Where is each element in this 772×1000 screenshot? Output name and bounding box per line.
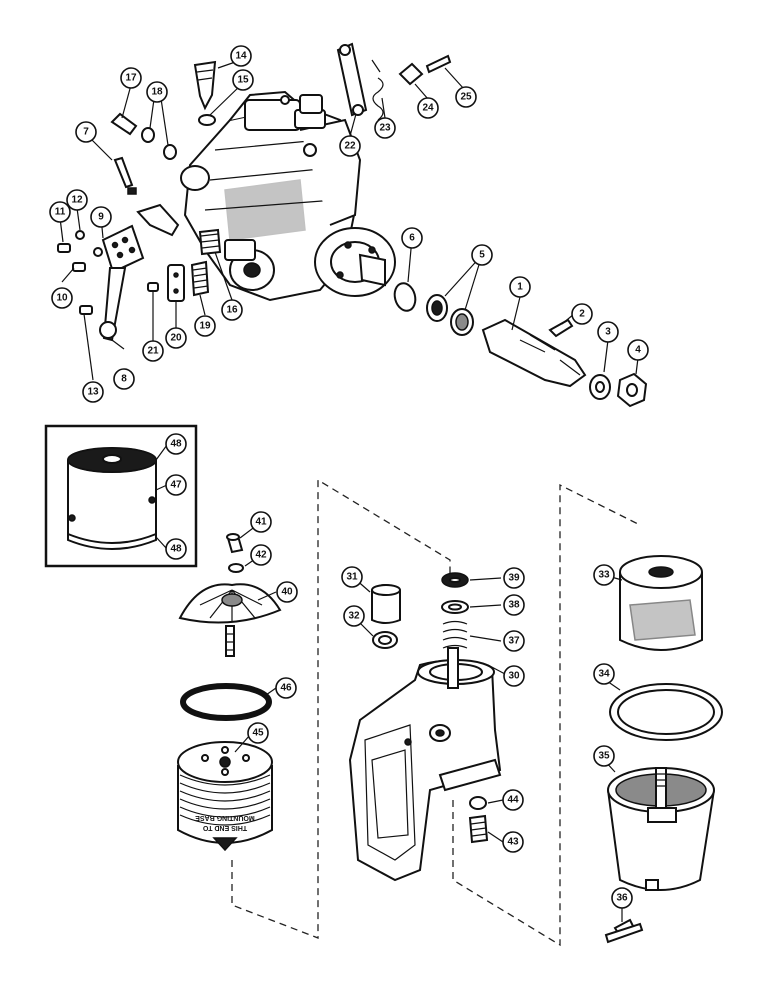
callout-32: 32 <box>343 605 365 627</box>
callout-36: 36 <box>611 887 633 909</box>
right-filter-parts <box>604 555 723 944</box>
callout-45: 45 <box>247 722 269 744</box>
svg-text:15: 15 <box>237 75 249 86</box>
callout-19: 19 <box>194 315 216 337</box>
left-filter-parts: THIS END TO MOUNTING BASE <box>177 533 282 852</box>
callout-37: 37 <box>503 630 525 652</box>
svg-text:38: 38 <box>508 600 520 611</box>
callout-43: 43 <box>502 831 524 853</box>
callout-35: 35 <box>593 745 615 767</box>
svg-text:48: 48 <box>170 544 182 555</box>
svg-text:36: 36 <box>616 893 628 904</box>
callout-34: 34 <box>593 663 615 685</box>
svg-text:45: 45 <box>252 728 264 739</box>
svg-text:41: 41 <box>255 517 267 528</box>
svg-text:13: 13 <box>87 387 99 398</box>
callout-24: 24 <box>417 97 439 119</box>
injection-pump-body <box>180 90 396 302</box>
svg-text:12: 12 <box>71 195 83 206</box>
svg-text:39: 39 <box>508 573 520 584</box>
svg-text:42: 42 <box>255 550 267 561</box>
svg-text:10: 10 <box>56 293 68 304</box>
svg-text:6: 6 <box>409 233 415 244</box>
svg-text:31: 31 <box>346 572 358 583</box>
filter-stamp-line2: MOUNTING BASE <box>195 814 255 821</box>
callout-2: 2 <box>571 303 593 325</box>
callout-42: 42 <box>250 544 272 566</box>
callout-1: 1 <box>509 276 531 298</box>
callout-30: 30 <box>503 665 525 687</box>
filter-base-small-parts <box>371 572 489 844</box>
svg-text:1: 1 <box>517 282 523 293</box>
callout-46: 46 <box>275 677 297 699</box>
pump-small-parts <box>57 42 648 408</box>
callout-41: 41 <box>250 511 272 533</box>
svg-text:44: 44 <box>507 795 519 806</box>
svg-text:17: 17 <box>125 73 137 84</box>
callout-38: 38 <box>503 594 525 616</box>
svg-text:19: 19 <box>199 321 211 332</box>
svg-text:2: 2 <box>579 309 585 320</box>
callout-12: 12 <box>66 189 88 211</box>
svg-text:18: 18 <box>151 87 163 98</box>
callout-10: 10 <box>51 287 73 309</box>
callout-17: 17 <box>120 67 142 89</box>
callout-15: 15 <box>232 69 254 91</box>
svg-text:40: 40 <box>281 587 293 598</box>
filter-base-assembly <box>348 647 502 882</box>
svg-text:24: 24 <box>422 103 434 114</box>
svg-text:34: 34 <box>598 669 610 680</box>
callout-33: 33 <box>593 564 615 586</box>
callout-31: 31 <box>341 566 363 588</box>
callout-8: 8 <box>113 368 135 390</box>
svg-text:48: 48 <box>170 439 182 450</box>
callout-21: 21 <box>142 340 164 362</box>
callout-5: 5 <box>471 244 493 266</box>
svg-text:47: 47 <box>170 480 182 491</box>
svg-text:33: 33 <box>598 570 610 581</box>
svg-text:23: 23 <box>379 123 391 134</box>
callout-18: 18 <box>146 81 168 103</box>
callout-22: 22 <box>339 135 361 157</box>
callout-7: 7 <box>75 121 97 143</box>
callout-6: 6 <box>401 227 423 249</box>
callout-25: 25 <box>455 86 477 108</box>
svg-text:3: 3 <box>605 327 611 338</box>
callout-16: 16 <box>221 299 243 321</box>
svg-text:22: 22 <box>344 141 356 152</box>
callout-14: 14 <box>230 45 252 67</box>
callout-20: 20 <box>165 327 187 349</box>
svg-text:32: 32 <box>348 611 360 622</box>
callout-13: 13 <box>82 381 104 403</box>
callout-48-bottom: 48 <box>165 538 187 560</box>
svg-text:43: 43 <box>507 837 519 848</box>
callout-40: 40 <box>276 581 298 603</box>
svg-text:21: 21 <box>147 346 159 357</box>
svg-text:8: 8 <box>121 374 127 385</box>
callout-4: 4 <box>627 339 649 361</box>
svg-text:4: 4 <box>635 345 641 356</box>
svg-text:20: 20 <box>170 333 182 344</box>
callout-23: 23 <box>374 117 396 139</box>
svg-text:35: 35 <box>598 751 610 762</box>
callout-11: 11 <box>49 201 71 223</box>
svg-text:9: 9 <box>98 212 104 223</box>
svg-text:30: 30 <box>508 671 520 682</box>
callout-39: 39 <box>503 567 525 589</box>
filter-stamp-line1: THIS END TO <box>202 824 247 831</box>
svg-text:37: 37 <box>508 636 520 647</box>
callout-44: 44 <box>502 789 524 811</box>
callout-3: 3 <box>597 321 619 343</box>
svg-text:16: 16 <box>226 305 238 316</box>
svg-text:7: 7 <box>83 127 89 138</box>
svg-text:5: 5 <box>479 250 485 261</box>
callout-48-top: 48 <box>165 433 187 455</box>
svg-text:46: 46 <box>280 683 292 694</box>
svg-text:25: 25 <box>460 92 472 103</box>
callout-9: 9 <box>90 206 112 228</box>
svg-text:14: 14 <box>235 51 247 62</box>
callout-47: 47 <box>165 474 187 496</box>
svg-text:11: 11 <box>55 207 66 218</box>
